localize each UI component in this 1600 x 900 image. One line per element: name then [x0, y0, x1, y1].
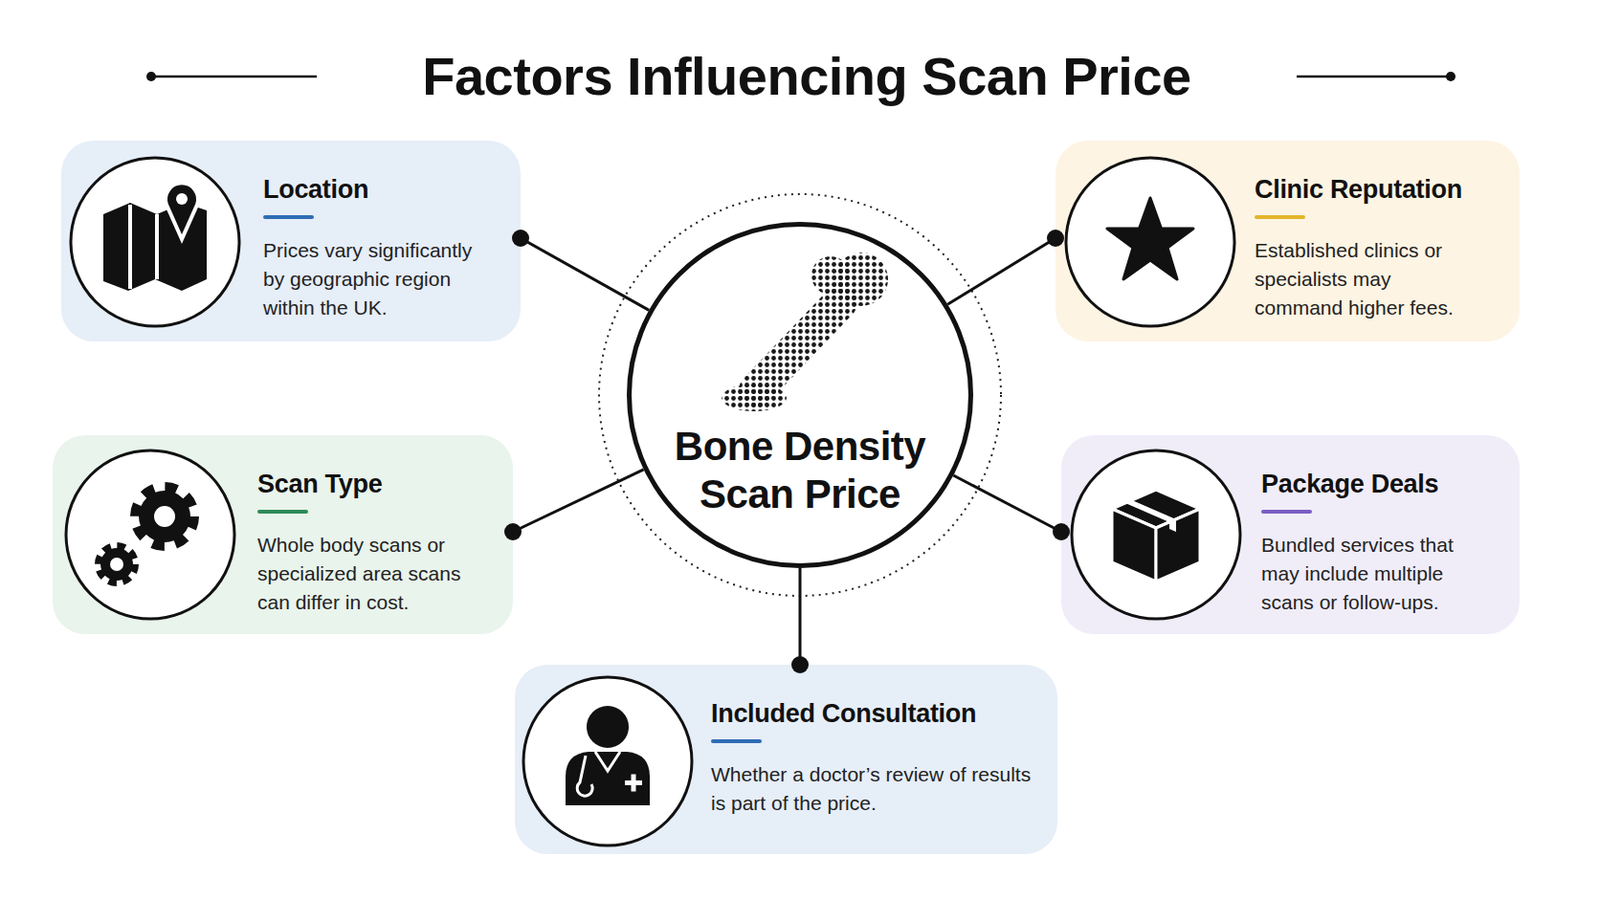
dotted-ring: [599, 194, 1001, 597]
card-heading: Package Deals: [1261, 467, 1491, 501]
connector-line: [512, 469, 645, 533]
heading-underline: [1261, 510, 1312, 514]
factor-card: LocationPrices vary significantly by geo…: [61, 140, 521, 342]
card-text-column: Scan TypeWhole body scans or specialized…: [257, 467, 488, 618]
card-description: Established clinics or specialists may c…: [1254, 236, 1485, 323]
title-rule-dot: [1445, 71, 1456, 82]
card-heading: Location: [263, 173, 493, 206]
card-description: Whether a doctor’s review of results is …: [711, 760, 1037, 819]
factor-card: Package DealsBundled services that may i…: [1061, 435, 1520, 635]
factor-card: Included ConsultationWhether a doctor’s …: [514, 665, 1058, 855]
title-rule: [151, 75, 317, 79]
factor-card: Clinic ReputationEstablished clinics or …: [1055, 140, 1520, 342]
heading-underline: [263, 215, 314, 220]
heading-underline: [711, 739, 762, 744]
card-text-column: Clinic ReputationEstablished clinics or …: [1254, 173, 1485, 323]
factor-card: Scan TypeWhole body scans or specialized…: [52, 435, 513, 635]
connector-group: [947, 229, 1065, 305]
heading-underline: [257, 510, 309, 514]
card-description: Whole body scans or specialized area sca…: [257, 531, 488, 618]
center-text-group: Bone Density Scan Price: [631, 422, 969, 519]
card-heading: Included Consultation: [711, 697, 1037, 731]
connector-group: [504, 469, 645, 541]
card-text-column: LocationPrices vary significantly by geo…: [263, 173, 493, 323]
connector-line: [953, 475, 1062, 533]
card-text-column: Package DealsBundled services that may i…: [1261, 467, 1491, 618]
card-heading: Clinic Reputation: [1254, 173, 1485, 206]
center-circle: Bone Density Scan Price: [626, 222, 974, 569]
connector-group: [511, 229, 649, 311]
diagram-title: Factors Influencing Scan Price: [326, 43, 1288, 111]
card-text-column: Included ConsultationWhether a doctor’s …: [711, 697, 1037, 819]
connector-group: [953, 475, 1070, 541]
connector-group: [791, 568, 809, 674]
card-heading: Scan Type: [257, 467, 488, 501]
heading-underline: [1254, 215, 1306, 220]
connector-line: [799, 568, 802, 666]
center-label: Bone Density Scan Price: [656, 422, 944, 519]
card-description: Bundled services that may include multip…: [1261, 531, 1491, 618]
connector-line: [520, 238, 649, 311]
title-rule-dot: [146, 71, 156, 82]
connector-line: [947, 238, 1056, 305]
card-description: Prices vary significantly by geographic …: [263, 236, 493, 323]
title-rule: [1296, 75, 1451, 79]
